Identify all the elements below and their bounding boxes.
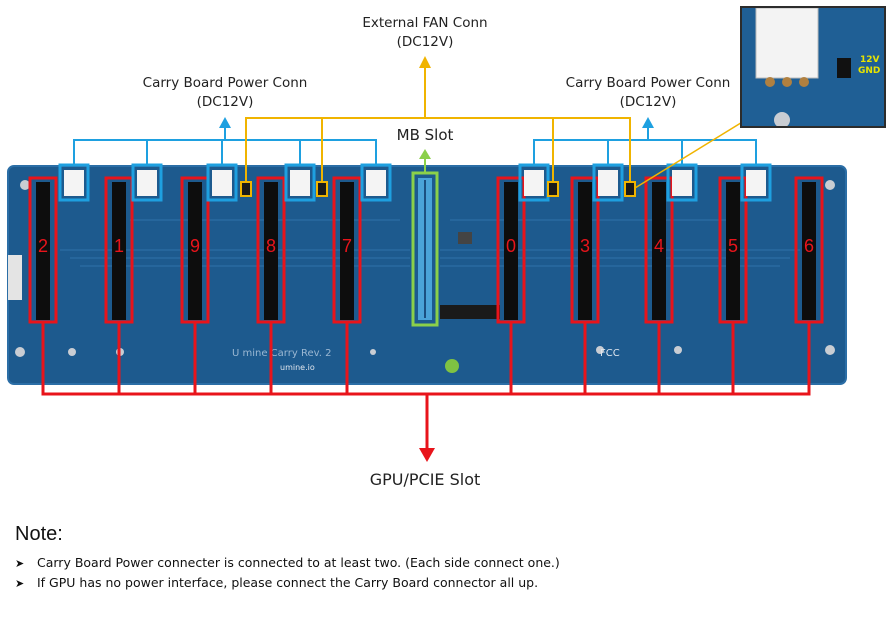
inductor [458, 232, 472, 244]
carry-left-arrow [219, 117, 231, 128]
slot-number: 7 [342, 236, 352, 256]
carry-board-power-left-label: Carry Board Power Conn (DC12V) [125, 74, 325, 112]
slot-number: 5 [728, 236, 738, 256]
slot-number: 4 [654, 236, 664, 256]
arrow-bullet-icon: ➤ [15, 557, 25, 570]
power-connector[interactable] [666, 163, 698, 202]
note-list: ➤ Carry Board Power connecter is connecte… [15, 553, 560, 593]
carry-board-power-right-label: Carry Board Power Conn (DC12V) [548, 74, 748, 112]
power-connector[interactable] [740, 163, 772, 202]
fan-connector[interactable] [624, 181, 636, 197]
power-connector[interactable] [131, 163, 163, 202]
inset-12v-label: 12V [860, 55, 880, 65]
board-site-text: umine.io [280, 363, 315, 372]
mounting-holes [15, 180, 835, 357]
fan-connector[interactable] [316, 181, 328, 197]
inset-molex [755, 8, 819, 79]
fan-connector[interactable] [547, 181, 559, 197]
arrow-bullet-icon: ➤ [15, 577, 25, 590]
slot-number: 0 [506, 236, 516, 256]
note-title: Note: [15, 523, 63, 545]
inset-pin [782, 77, 792, 87]
carry-board-right-title: Carry Board Power Conn [565, 75, 731, 91]
gpu-arrow [419, 448, 435, 462]
fan-arrow [419, 56, 431, 68]
gpu-slot-label: GPU/PCIE Slot [369, 470, 481, 489]
slot-number: 1 [114, 236, 124, 256]
note-item-text: Carry Board Power connecter is connected… [37, 555, 560, 570]
external-fan-title: External FAN Conn [362, 15, 488, 31]
slot-number: 9 [190, 236, 200, 256]
slot-number: 2 [38, 236, 48, 256]
power-connector[interactable] [58, 163, 90, 202]
inset-pin [765, 77, 775, 87]
slot-number: 3 [580, 236, 590, 256]
mb-slot-label: MB Slot [396, 126, 454, 144]
gpu-bus [41, 322, 811, 452]
power-connector[interactable] [518, 163, 550, 202]
carry-right-arrow [642, 117, 654, 128]
slot-number: 8 [266, 236, 276, 256]
fan-connectors [240, 181, 636, 197]
inset-drawing [755, 8, 851, 126]
board-cert-text: FCC [600, 348, 620, 359]
power-connector[interactable] [206, 163, 238, 202]
external-fan-voltage: (DC12V) [396, 34, 454, 50]
power-connector[interactable] [592, 163, 624, 202]
inset-hole [774, 112, 790, 126]
fan-connector[interactable] [240, 181, 252, 197]
carry-board-right-voltage: (DC12V) [619, 94, 677, 110]
slot-number: 6 [804, 236, 814, 256]
mb-arrow [419, 149, 431, 159]
external-fan-label: External FAN Conn (DC12V) [320, 14, 530, 52]
carry-board-left-title: Carry Board Power Conn [142, 75, 308, 91]
note-item-text: If GPU has no power interface, please co… [37, 575, 539, 590]
fan-lines [245, 66, 631, 185]
pcie-slots: 2 1 9 8 7 0 3 [28, 176, 824, 324]
logo-mark [445, 359, 459, 373]
chip [440, 305, 500, 319]
inset-pin [799, 77, 809, 87]
board-title-text: U mine Carry Rev. 2 [232, 348, 331, 359]
power-lines-right [533, 125, 757, 165]
pcie-slot[interactable]: 7 [332, 176, 362, 324]
carry-board-left-voltage: (DC12V) [196, 94, 254, 110]
power-lines-left [73, 125, 377, 165]
connector-inset: 12V GND [740, 6, 886, 128]
power-connector[interactable] [284, 163, 316, 202]
note-item: ➤ Carry Board Power connecter is connecte… [15, 553, 560, 573]
sticker [8, 255, 22, 300]
power-connector[interactable] [360, 163, 392, 202]
inset-gnd-label: GND [858, 66, 881, 76]
note-item: ➤ If GPU has no power interface, please c… [15, 573, 560, 593]
inset-header [837, 58, 851, 78]
